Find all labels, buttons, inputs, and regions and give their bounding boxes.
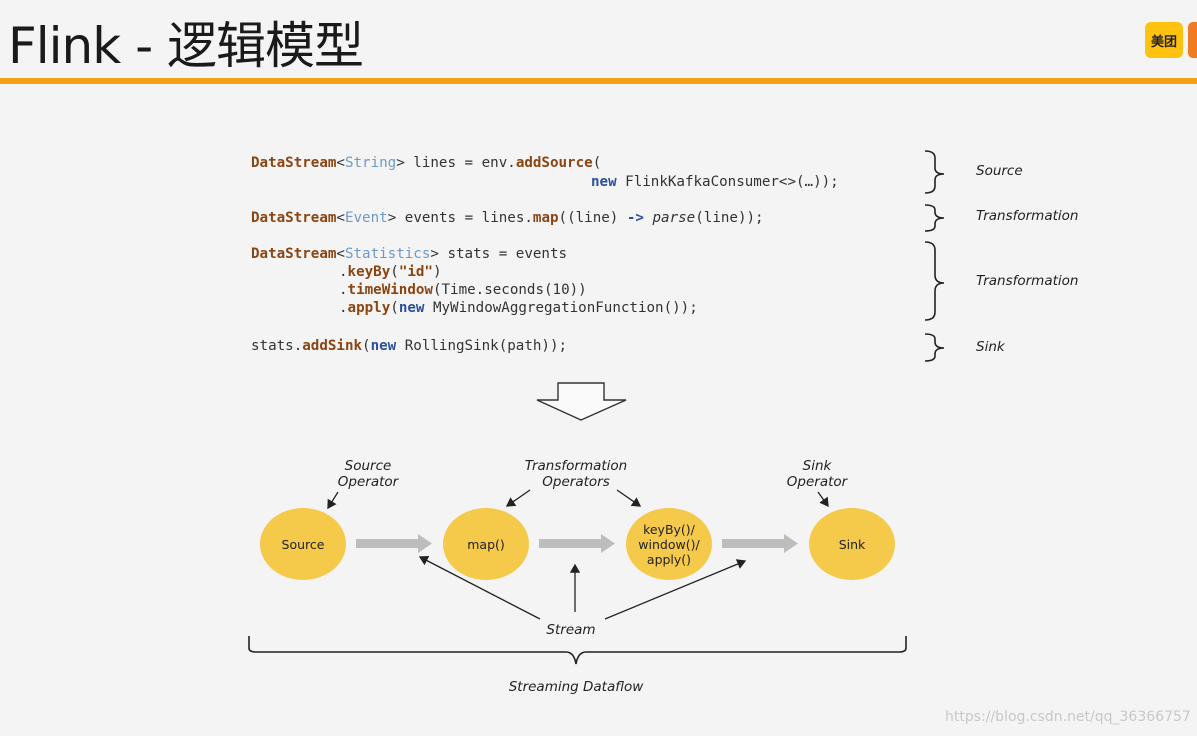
pointer-source-operator: [327, 491, 339, 510]
label-stream: Stream: [546, 622, 596, 638]
code-line-2: new FlinkKafkaConsumer<>(…));: [591, 174, 839, 190]
label-sink-operator: Sink Operator: [786, 458, 848, 490]
node-keyby-window-apply: keyBy()/ window()/ apply(): [626, 508, 712, 580]
flow-arrow-2: [539, 534, 615, 553]
stream-arrow-right: [604, 559, 747, 620]
code-line-1: DataStream<String> lines = env.addSource…: [251, 155, 602, 171]
pointer-sink-operator: [817, 491, 829, 508]
logo-partial-icon: [1188, 22, 1197, 58]
brace-label-sink: Sink: [976, 339, 1005, 355]
code-line-3: DataStream<Event> events = lines.map((li…: [251, 210, 764, 226]
pointer-transformation-map: [505, 489, 531, 507]
brace-label-transformation-1: Transformation: [976, 208, 1079, 224]
code-line-5: .keyBy("id"): [339, 264, 442, 280]
meituan-logo: 美团: [1145, 22, 1183, 58]
node-source: Source: [260, 508, 346, 580]
brace-transformation-2: [924, 241, 945, 321]
code-line-7: .apply(new MyWindowAggregationFunction()…: [339, 300, 698, 316]
brace-label-transformation-2: Transformation: [976, 273, 1079, 289]
label-source-operator: Source Operator: [337, 458, 399, 490]
brace-source: [924, 150, 945, 194]
stream-arrow-left: [418, 555, 541, 620]
flow-arrow-1: [356, 534, 432, 553]
dataflow-brace: [248, 636, 907, 665]
slide-title: Flink - 逻辑模型: [8, 17, 364, 75]
title-accent-bar: [0, 78, 1197, 84]
brace-transformation-1: [924, 204, 945, 232]
brace-label-source: Source: [976, 163, 1023, 179]
label-transformation-operators: Transformation Operators: [524, 458, 628, 490]
watermark: https://blog.csdn.net/qq_36366757: [945, 709, 1191, 725]
down-arrow-icon: [536, 382, 627, 421]
brace-sink: [924, 333, 945, 362]
flow-arrow-3: [722, 534, 798, 553]
node-map: map(): [443, 508, 529, 580]
code-line-4: DataStream<Statistics> stats = events: [251, 246, 568, 262]
code-line-6: .timeWindow(Time.seconds(10)): [339, 282, 587, 298]
label-streaming-dataflow: Streaming Dataflow: [508, 679, 644, 695]
node-sink: Sink: [809, 508, 895, 580]
pointer-transformation-keyby: [616, 489, 642, 507]
code-line-8: stats.addSink(new RollingSink(path));: [251, 338, 568, 354]
